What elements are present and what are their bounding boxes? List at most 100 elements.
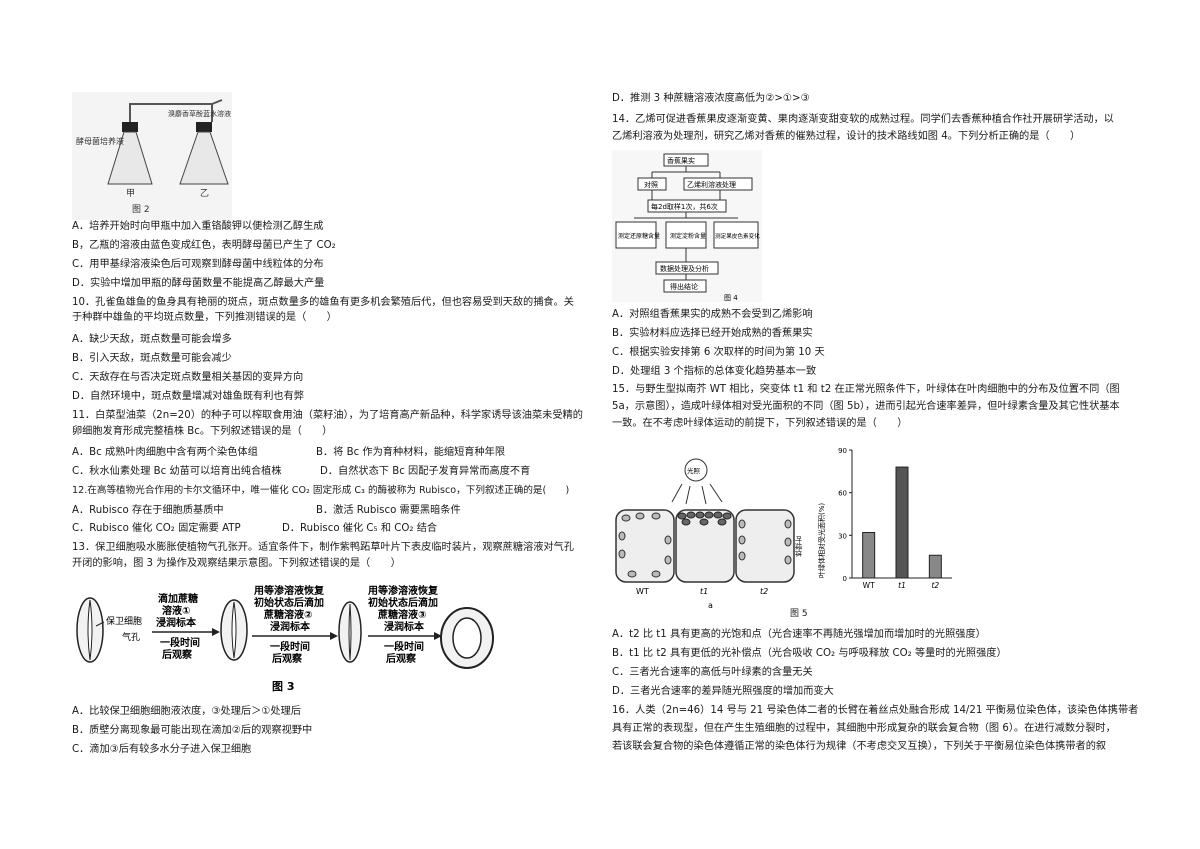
q11-stem-line1: 11．白菜型油菜（2n=20）的种子可以榨取食用油（菜籽油），为了培育高产新品种…	[72, 410, 583, 421]
q16-stem-line3: 若该联会复合物的染色体遵循正常的染色体行为规律（不考虑交叉互换），下列关于平衡易…	[612, 741, 1107, 752]
fig5a-cell-t1: t1	[700, 587, 708, 596]
fig3-step1-line5: 后观察	[162, 648, 193, 661]
fig3-step1-line3: 浸润标本	[156, 616, 197, 629]
q13-stem-line2: 开闭的影响，图 3 为操作及观察结果示意图。下列叙述错误的是（ ）	[72, 558, 401, 569]
q10-stem-line1: 10．孔雀鱼雄鱼的鱼身具有艳丽的斑点，斑点数量多的雄鱼有更多机会繁殖后代，但也容…	[72, 297, 574, 308]
q14-option-d: D．处理组 3 个指标的总体变化趋势基本一致	[612, 366, 817, 377]
figure-4: 香蕉果实 对照 乙烯利溶液处理 每2d取样1次，共6次 测定还原糖含量 测定淀粉…	[612, 150, 762, 302]
q10-option-b: B．引入天敌，斑点数量可能会减少	[72, 353, 232, 364]
q10-stem-line2: 于种群中雄鱼的平均斑点数量，下列推测错误的是（ ）	[72, 312, 337, 323]
fig4-analysis: 数据处理及分析	[660, 264, 709, 273]
q12-option-a: A．Rubisco 存在于细胞质基质中	[72, 505, 224, 516]
fig3-step1-line2: 溶液①	[162, 604, 190, 617]
q9-option-c: C．用甲基绿溶液染色后可观察到酵母菌中线粒体的分布	[72, 259, 324, 270]
fig3-step3-line5: 一段时间	[384, 640, 424, 653]
fig3-stoma-label: 气孔	[122, 631, 140, 643]
figure-3: 保卫细胞 气孔 滴加蔗糖 溶液① 浸润标本 一段时间 后观察 用等渗溶液恢复 初…	[76, 584, 494, 693]
fig3-step3-line3: 蔗糖溶液③	[377, 608, 426, 621]
q9-option-b: B，乙瓶的溶液由蓝色变成红色，表明酵母菌已产生了 CO₂	[72, 240, 336, 251]
q14-option-b: B．实验材料应选择已经开始成熟的香蕉果实	[612, 328, 813, 339]
y-tick-label: 0	[843, 575, 847, 583]
fig3-step3-line4: 浸润标本	[384, 620, 425, 633]
q11-option-a: A．Bc 成熟叶肉细胞中含有两个染色体组	[72, 447, 258, 458]
q9-option-d: D．实验中增加甲瓶的酵母菌数量不能提高乙醇最大产量	[72, 278, 325, 289]
x-tick-label: WT	[863, 581, 875, 590]
q11-option-d: D．自然状态下 Bc 因配子发育异常而高度不育	[320, 466, 531, 477]
q12-option-b: B．激活 Rubisco 需要黑暗条件	[316, 505, 461, 516]
y-tick-label: 30	[838, 532, 847, 540]
q15-option-d: D．三者光合速率的差异随光照强度的增加而变大	[612, 686, 834, 697]
x-tick-label: t2	[931, 581, 939, 590]
q16-stem-line2: 具有正常的表现型，但在产生生殖细胞的过程中，其细胞中形成复杂的联会复合物（图 6…	[612, 723, 1116, 734]
fig5a-cell-t2: t2	[760, 587, 768, 596]
q15-stem-line3: 一致。在不考虑叶绿体运动的前提下，下列叙述错误的是（ ）	[612, 418, 908, 429]
q13-option-d: D．推测 3 种蔗糖溶液浓度高低为②>①>③	[612, 93, 810, 104]
q10-option-a: A．缺少天敌，斑点数量可能会增多	[72, 334, 232, 345]
q13-option-a: A．比较保卫细胞细胞液浓度，③处理后＞①处理后	[72, 706, 301, 717]
q15-option-a: A．t2 比 t1 具有更高的光饱和点（光合速率不再随光强增加而增加时的光照强度…	[612, 629, 986, 640]
fig4-right-branch: 乙烯利溶液处理	[687, 180, 736, 189]
fig3-step1-line4: 一段时间	[160, 636, 200, 649]
fig2-name-right: 乙	[200, 188, 209, 199]
y-tick-label: 60	[838, 490, 847, 498]
fig3-guard-cell-label: 保卫细胞	[106, 615, 142, 627]
fig4-conclusion: 得出结论	[670, 282, 698, 291]
fig2-left-text: 酵母菌培养液	[76, 136, 124, 146]
fig3-step2-line2: 初始状态后滴加	[254, 596, 324, 609]
q11-stem-line2: 卵细胞发育形成完整植株 Bc。下列叙述错误的是（ ）	[72, 426, 333, 437]
fig5-label: 图 5	[790, 609, 808, 619]
fig3-label: 图 3	[272, 680, 294, 693]
fig4-top: 香蕉果实	[667, 156, 695, 165]
chart-y-axis-label: 叶绿体相对受光面积(%)	[817, 503, 826, 578]
fig5-chloroplast-label: 叶绿体	[794, 536, 803, 557]
fig2-name-left: 甲	[126, 188, 135, 199]
fig3-step1-line1: 滴加蔗糖	[158, 592, 198, 605]
q14-option-a: A．对照组香蕉果实的成熟不会受到乙烯影响	[612, 309, 813, 320]
q11-option-b: B．将 Bc 作为育种材料，能缩短育种年限	[316, 447, 506, 458]
bar-t1	[895, 466, 909, 579]
fig2-right-text: 溴麝香草酚蓝水溶液	[168, 109, 231, 118]
q15-option-b: B．t1 比 t2 具有更低的光补偿点（光合吸收 CO₂ 与呼吸释放 CO₂ 等…	[612, 648, 1007, 659]
q12-stem: 12.在高等植物光合作用的卡尔文循环中，唯一催化 CO₂ 固定形成 C₃ 的酶被…	[72, 485, 570, 496]
fig4-measure1: 测定还原糖含量	[618, 232, 660, 240]
q9-option-a: A．培养开始时向甲瓶中加入重铬酸钾以便检测乙醇生成	[72, 221, 324, 232]
q11-option-c: C．秋水仙素处理 Bc 幼苗可以培育出纯合植株	[72, 466, 282, 477]
q10-option-d: D．自然环境中，斑点数量增减对雄鱼既有利也有弊	[72, 391, 304, 402]
x-tick-label: t1	[898, 581, 906, 590]
fig3-step2-line4: 浸润标本	[270, 620, 311, 633]
fig3-step2-line1: 用等渗溶液恢复	[253, 584, 325, 597]
fig5-sun: 光照	[687, 466, 701, 475]
fig3-step3-line1: 用等渗溶液恢复	[367, 584, 439, 597]
q13-stem-line1: 13．保卫细胞吸水膨胀使植物气孔张开。适宜条件下，制作紫鸭跖草叶片下表皮临时装片…	[72, 542, 574, 553]
fig4-label: 图 4	[724, 294, 738, 302]
q16-stem-line1: 16．人类（2n=46）14 号与 21 号染色体二者的长臂在着丝点处融合形成 …	[612, 705, 1139, 716]
q10-option-c: C．天敌存在与否决定斑点数量相关基因的变异方向	[72, 372, 304, 383]
y-tick-label: 90	[838, 447, 847, 455]
bar-t2	[928, 554, 942, 579]
figure-2: 酵母菌培养液 溴麝香草酚蓝水溶液 甲 乙 图 2	[72, 92, 232, 220]
q15-stem-line2: 5a，示意图），造成叶绿体相对受光面积的不同（图 5b），进而引起光合速率差异，…	[612, 401, 1120, 412]
bar-wt	[862, 531, 876, 579]
fig4-measure3: 测定果皮色素变化	[715, 232, 760, 240]
q12-option-c: C．Rubisco 催化 CO₂ 固定需要 ATP	[72, 523, 241, 534]
fig2-label: 图 2	[132, 204, 150, 215]
q12-option-d: D．Rubisco 催化 C₅ 和 CO₂ 结合	[282, 523, 438, 534]
fig3-step3-line6: 后观察	[386, 652, 417, 665]
fig5-sub-a: a	[708, 601, 713, 610]
fig5a-cell-wt: WT	[636, 587, 649, 596]
fig3-step2-line3: 蔗糖溶液②	[263, 608, 312, 621]
q15-stem-line1: 15．与野生型拟南芥 WT 相比，突变体 t1 和 t2 在正常光照条件下，叶绿…	[612, 384, 1120, 395]
q15-option-c: C．三者光合速率的高低与叶绿素的含量无关	[612, 667, 813, 678]
q14-stem-line2: 乙烯利溶液为处理剂，研究乙烯对香蕉的催熟过程，设计的技术路线如图 4。下列分析正…	[612, 131, 1081, 142]
q14-stem-line1: 14．乙烯可促进香蕉果皮逐渐变黄、果肉逐渐变甜变软的成熟过程。同学们去香蕉种植合…	[612, 114, 1114, 125]
fig4-left-branch: 对照	[644, 180, 658, 189]
q14-option-c: C．根据实验安排第 6 次取样的时间为第 10 天	[612, 347, 825, 358]
fig3-step2-line6: 后观察	[272, 652, 303, 665]
figure-5a: 光照 叶绿体 WT t1 t2 a	[615, 458, 803, 610]
fig4-measure2: 测定淀粉含量	[670, 232, 706, 240]
fig4-sampling: 每2d取样1次，共6次	[651, 202, 718, 211]
fig3-step2-line5: 一段时间	[270, 640, 310, 653]
fig3-step3-line2: 初始状态后滴加	[368, 596, 438, 609]
q13-option-b: B．质壁分离现象最可能出现在滴加②后的观察视野中	[72, 725, 313, 736]
